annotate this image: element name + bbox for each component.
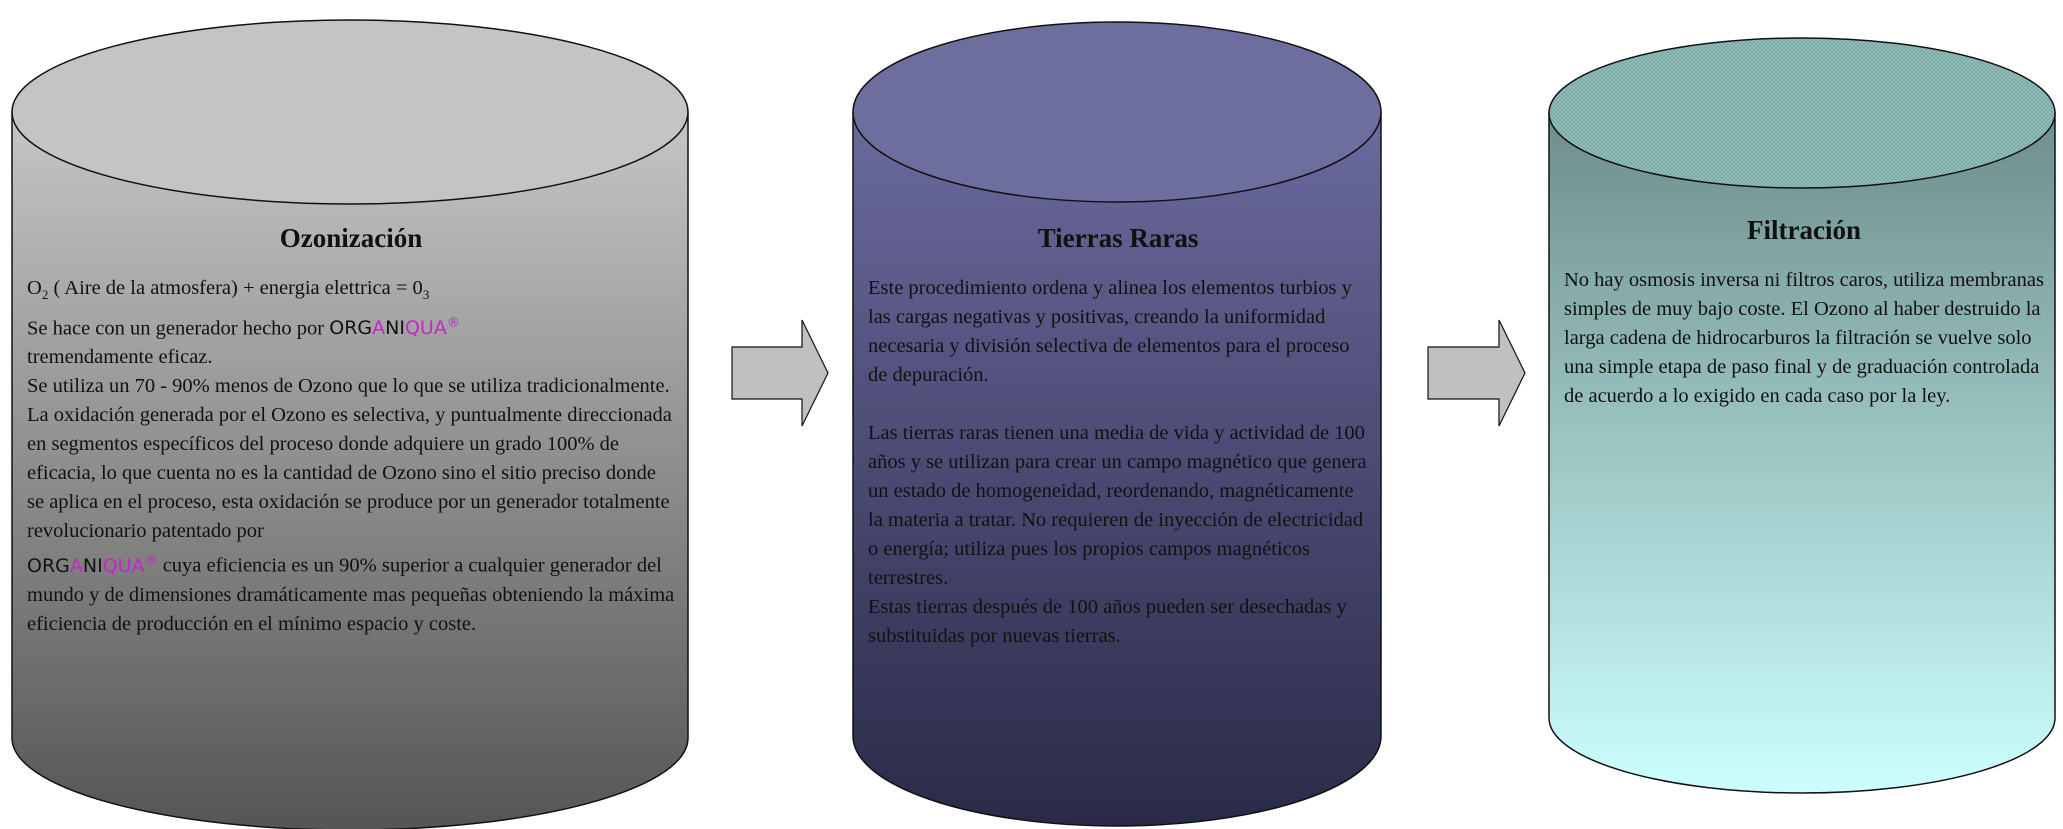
generator-line: Se hace con un generador hecho por ORGAN… [27, 316, 460, 340]
cylinder-tierras-raras-text: Tierras Raras Este procedimiento ordena … [868, 222, 1368, 651]
cylinder-filtracion-text: Filtración No hay osmosis inversa ni fil… [1564, 214, 2044, 411]
cylinder-body-text: Este procedimiento ordena y alinea los e… [868, 274, 1368, 651]
paragraph-1: No hay osmosis inversa ni filtros caros,… [1564, 269, 2044, 407]
oxidation-paragraph: La oxidación generada por el Ozono es se… [27, 404, 672, 543]
efficacy-line: tremendamente eficaz. [27, 346, 213, 369]
cylinder-lid [1548, 37, 2056, 189]
paragraph-3: Estas tierras después de 100 años pueden… [868, 596, 1347, 647]
paragraph-1: Este procedimiento ordena y alinea los e… [868, 277, 1352, 386]
cylinder-body [11, 111, 689, 829]
brand-efficiency-paragraph: ORGANIQUA® cuya eficiencia es un 90% sup… [27, 553, 675, 635]
cylinder-lid [11, 19, 689, 205]
brand-organiqua: ORGANIQUA® [27, 553, 158, 577]
cylinder-title: Tierras Raras [1037, 223, 1199, 253]
cylinder-lid [852, 21, 1382, 203]
cylinder-title: Filtración [1747, 215, 1861, 245]
brand-organiqua: ORGANIQUA® [329, 316, 460, 340]
cylinder-tierras-raras [852, 21, 1382, 827]
paragraph-2: Las tierras raras tienen una media de vi… [868, 422, 1367, 589]
reduction-line: Se utiliza un 70 - 90% menos de Ozono qu… [27, 375, 670, 398]
cylinder-title: Ozonización [279, 223, 423, 253]
cylinder-ozonizacion-text: Ozonización O2 ( Aire de la atmosfera) +… [27, 222, 675, 639]
formula-line: O2 ( Aire de la atmosfera) + energia ele… [27, 277, 430, 303]
paragraph-spacer [868, 390, 1368, 419]
cylinder-ozonizacion [11, 19, 689, 829]
cylinder-filtracion [1548, 37, 2056, 794]
cylinder-body-text: O2 ( Aire de la atmosfera) + energia ele… [27, 274, 675, 639]
arrow-1 [731, 319, 829, 427]
cylinder-body [1548, 112, 2056, 794]
arrow-2 [1427, 319, 1526, 427]
cylinder-body [852, 111, 1382, 827]
cylinder-body-text: No hay osmosis inversa ni filtros caros,… [1564, 266, 2044, 411]
